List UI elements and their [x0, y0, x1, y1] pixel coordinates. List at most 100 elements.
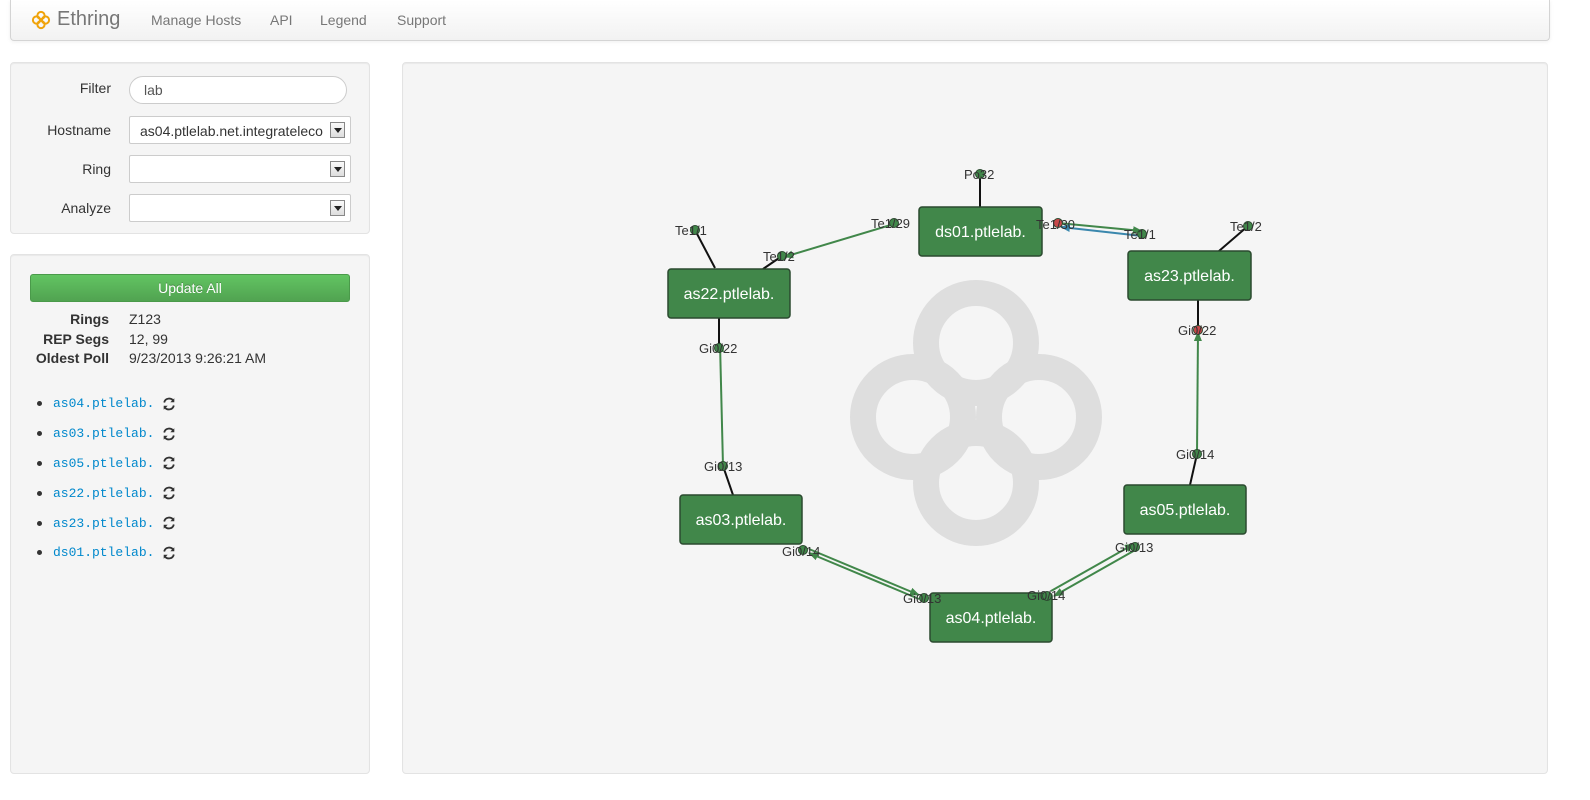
port-as04-gi0-13[interactable]	[919, 593, 929, 603]
node-as03[interactable]: as03.ptlelab.	[679, 494, 803, 545]
analyze-label: Analyze	[61, 200, 111, 216]
ring-topology-graph: ds01.ptlelab. as22.ptlelab. as23.ptlelab…	[667, 167, 1262, 643]
port-label: Gi0/13	[704, 459, 742, 474]
node-label: ds01.ptlelab.	[935, 224, 1026, 241]
rings-value: Z123	[129, 311, 161, 327]
ring-select[interactable]	[129, 155, 351, 183]
port-label: Gi0/13	[1115, 540, 1153, 555]
port-dots	[690, 169, 1253, 603]
update-all-button[interactable]: Update All	[30, 274, 350, 302]
dropdown-arrow-icon[interactable]	[330, 161, 345, 177]
dropdown-arrow-icon[interactable]	[330, 200, 345, 216]
rep-segs-label: REP Segs	[43, 331, 109, 347]
host-link[interactable]: as05.ptlelab.	[53, 455, 155, 471]
refresh-icon[interactable]	[162, 516, 176, 530]
port-label: Gi0/13	[903, 591, 941, 606]
analyze-select[interactable]	[129, 194, 351, 222]
refresh-icon[interactable]	[162, 486, 176, 500]
link-as05-as23	[1193, 331, 1202, 455]
port-label: Gi0/14	[1176, 447, 1214, 462]
port-as23-te1-1[interactable]	[1137, 229, 1147, 239]
port-as22-te1-2[interactable]	[777, 251, 787, 261]
node-label: as03.ptlelab.	[696, 512, 787, 529]
port-label: Te1/29	[871, 216, 910, 231]
port-as22-gi0-22[interactable]	[714, 343, 724, 353]
node-as04[interactable]: as04.ptlelab.	[929, 592, 1053, 643]
port-label: Te1/1	[1124, 227, 1156, 242]
link-as05-as04	[1053, 548, 1138, 597]
bullet-icon	[37, 460, 42, 466]
node-label: as04.ptlelab.	[946, 610, 1037, 627]
hostname-select[interactable]: as04.ptlelab.net.integrateleco	[129, 116, 351, 144]
port-label: Te1/2	[763, 249, 795, 264]
host-link[interactable]: as03.ptlelab.	[53, 426, 155, 442]
port-as05-gi0-14[interactable]	[1192, 449, 1202, 459]
brand-name: Ethring	[57, 8, 121, 30]
oldest-poll-label: Oldest Poll	[35, 350, 109, 366]
hostname-select-value: as04.ptlelab.net.integrateleco	[140, 123, 323, 139]
host-link[interactable]: as22.ptlelab.	[53, 485, 155, 501]
port-label: Po32	[964, 167, 994, 182]
port-as03-gi0-14[interactable]	[798, 545, 808, 555]
link-as04-as03	[808, 552, 920, 600]
port-label: Te1/1	[675, 223, 707, 238]
brand[interactable]: Ethring	[31, 8, 120, 31]
watermark-logo-icon	[850, 280, 1102, 546]
hostname-label: Hostname	[47, 122, 111, 138]
link-ds01-as22	[783, 223, 895, 259]
ethring-logo-icon	[31, 10, 51, 29]
navbar: Ethring Manage Hosts API Legend Support	[10, 0, 1550, 41]
node-as22[interactable]: as22.ptlelab.	[667, 268, 791, 319]
ring-label: Ring	[82, 161, 111, 177]
port-label: Gi0/14	[1027, 588, 1065, 603]
host-list: as04.ptlelab. as03.ptlelab. as05.ptlelab…	[37, 389, 176, 568]
nav-api[interactable]: API	[270, 12, 293, 28]
port-as23-gi0-22[interactable]	[1193, 325, 1203, 335]
port-as03-gi0-13[interactable]	[718, 461, 728, 471]
bullet-icon	[37, 490, 42, 496]
node-label: as05.ptlelab.	[1140, 502, 1231, 519]
port-ds01-te1-30[interactable]	[1053, 218, 1063, 228]
refresh-icon[interactable]	[162, 456, 176, 470]
port-label: Gi0/14	[782, 544, 820, 559]
port-ds01-po32[interactable]	[975, 169, 985, 179]
refresh-icon[interactable]	[162, 546, 176, 560]
list-item: ds01.ptlelab.	[37, 538, 176, 568]
host-link[interactable]: as23.ptlelab.	[53, 515, 155, 531]
node-label: as23.ptlelab.	[1144, 268, 1235, 285]
host-link[interactable]: ds01.ptlelab.	[53, 545, 155, 561]
list-item: as05.ptlelab.	[37, 449, 176, 479]
bullet-icon	[37, 550, 42, 556]
bullet-icon	[37, 520, 42, 526]
nav-legend[interactable]: Legend	[320, 12, 367, 28]
controls-panel: Filter Hostname as04.ptlelab.net.integra…	[10, 62, 370, 234]
port-as22-te1-1[interactable]	[690, 225, 700, 235]
link-as04-as05	[1050, 543, 1135, 592]
filter-label: Filter	[79, 80, 111, 96]
node-label: as22.ptlelab.	[684, 286, 775, 303]
port-as23-te1-2[interactable]	[1243, 221, 1253, 231]
port-as04-gi0-14[interactable]	[1042, 591, 1052, 601]
list-item: as22.ptlelab.	[37, 478, 176, 508]
host-link[interactable]: as04.ptlelab.	[53, 396, 155, 412]
port-label: Gi0/22	[699, 341, 737, 356]
port-ds01-te1-29[interactable]	[889, 218, 899, 228]
node-as23[interactable]: as23.ptlelab.	[1127, 250, 1252, 301]
port-as05-gi0-13[interactable]	[1130, 542, 1140, 552]
bullet-icon	[37, 401, 42, 407]
refresh-icon[interactable]	[162, 427, 176, 441]
port-labels: Po32 Te1/29 Te1/30 Te1/1 Te1/2 Gi0/22 Te…	[675, 167, 1262, 606]
dropdown-arrow-icon[interactable]	[330, 122, 345, 138]
nav-support[interactable]: Support	[397, 12, 447, 28]
oldest-poll-value: 9/23/2013 9:26:21 AM	[129, 350, 266, 366]
node-as05[interactable]: as05.ptlelab.	[1123, 484, 1247, 535]
rep-segs-value: 12, 99	[129, 331, 168, 347]
list-item: as03.ptlelab.	[37, 419, 176, 449]
refresh-icon[interactable]	[162, 397, 176, 411]
ring-links	[716, 222, 1202, 600]
bullet-icon	[37, 431, 42, 437]
filter-input[interactable]	[129, 76, 347, 104]
nav-manage-hosts[interactable]: Manage Hosts	[151, 12, 242, 28]
node-ds01[interactable]: ds01.ptlelab.	[918, 206, 1043, 257]
port-label: Gi0/22	[1178, 323, 1216, 338]
